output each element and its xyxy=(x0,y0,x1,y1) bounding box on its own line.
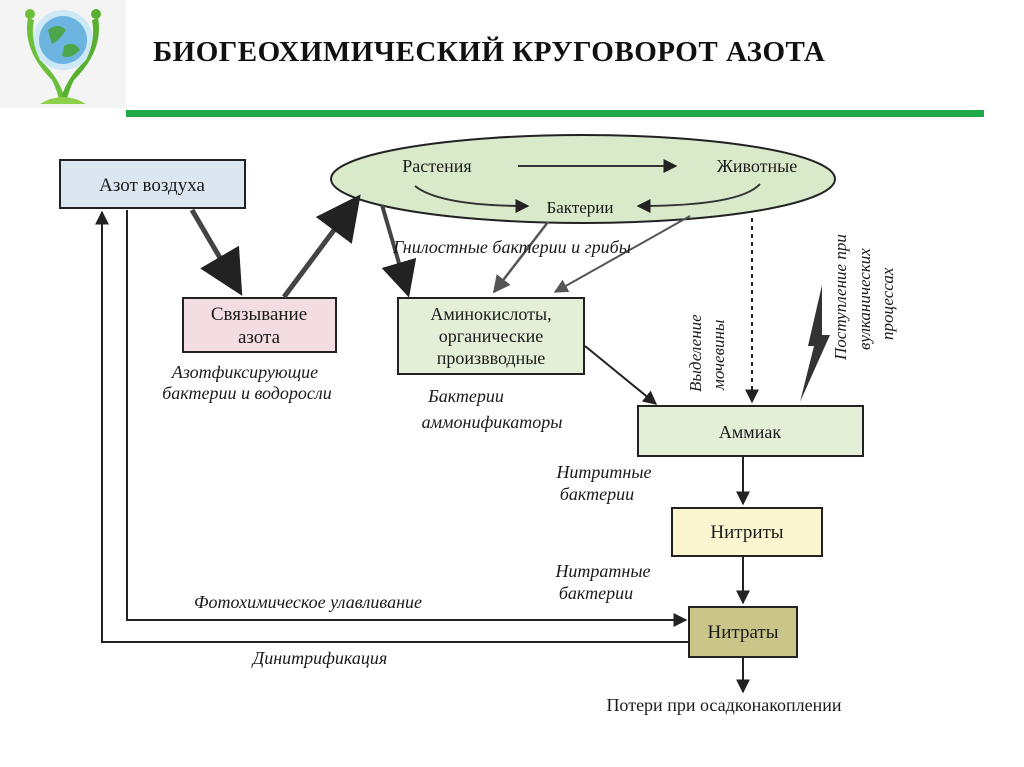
air-nitrogen-box xyxy=(59,159,246,209)
volcanic-label-1: Поступление при xyxy=(831,234,850,361)
green-globe-hands-logo-icon xyxy=(0,0,126,108)
nitrites-box xyxy=(671,507,823,557)
arrow-plants-to-amino xyxy=(380,204,417,298)
sedimentation-losses-label: Потери при осадконакоплении xyxy=(606,695,841,715)
ammonifiers-label-1: Бактерии xyxy=(427,386,504,406)
urea-label-2: мочевины xyxy=(709,320,728,391)
nitrites-label: Нитриты xyxy=(710,522,783,543)
putrefactive-label: Гнилостные бактерии и грибы xyxy=(392,237,631,257)
bacteria-label: Бактерии xyxy=(546,198,613,217)
urea-label-1: Выделение xyxy=(686,314,705,392)
nitrate-bacteria-label-1: Нитратные xyxy=(554,561,650,581)
air-nitrogen-label: Азот воздуха xyxy=(99,175,205,196)
nitrates-label: Нитраты xyxy=(708,622,779,643)
nitrogen-fixers-label-2: бактерии и водоросли xyxy=(162,383,332,403)
amino-acids-label-3: произвводные xyxy=(437,348,546,368)
animals-label: Животные xyxy=(717,156,797,176)
amino-acids-box xyxy=(397,297,585,375)
nitrite-bacteria-label-1: Нитритные xyxy=(555,462,651,482)
arrow-bacteria-to-amino xyxy=(492,221,549,294)
denitrification-label: Динитрификация xyxy=(251,648,388,668)
nitrogen-fixers-label-1: Азотфиксирующие xyxy=(171,362,318,382)
ammonia-label: Аммиак xyxy=(719,422,781,442)
arrow-animals-to-amino xyxy=(553,215,691,293)
amino-acids-label-2: органические xyxy=(439,326,543,346)
arrow-fixation-to-plants xyxy=(281,194,361,299)
nitrogen-fixation-label-2: азота xyxy=(238,327,281,348)
page-title: БИОГЕОХИМИЧЕСКИЙ КРУГОВОРОТ АЗОТА xyxy=(153,36,826,68)
arrow-air-to-fixation xyxy=(189,208,243,296)
nitrate-bacteria-label-2: бактерии xyxy=(559,583,633,603)
nitrite-bacteria-label-2: бактерии xyxy=(560,484,634,504)
ammonifiers-label-2: аммонификаторы xyxy=(422,412,563,432)
volcanic-label-3: процессах xyxy=(878,267,897,340)
arrow-photochemical xyxy=(126,210,688,627)
plants-label: Растения xyxy=(402,156,471,176)
volcanic-label-2: вулканических xyxy=(855,248,874,350)
volcanic-lightning-arrow xyxy=(800,285,830,402)
arrow-animals-to-bacteria xyxy=(636,183,761,213)
arrow-amino-to-ammonia xyxy=(584,345,658,405)
nitrogen-fixation-box xyxy=(182,297,337,353)
ammonia-box xyxy=(637,405,864,457)
arrow-denitrification xyxy=(95,210,689,643)
nitrates-box xyxy=(688,606,798,658)
arrow-plants-to-bacteria xyxy=(414,185,530,213)
photochemical-label: Фотохимическое улавливание xyxy=(194,592,422,612)
nitrogen-fixation-label-1: Связывание xyxy=(211,304,307,325)
title-divider-bar xyxy=(126,110,984,117)
amino-acids-label-1: Аминокислоты, xyxy=(430,304,551,324)
